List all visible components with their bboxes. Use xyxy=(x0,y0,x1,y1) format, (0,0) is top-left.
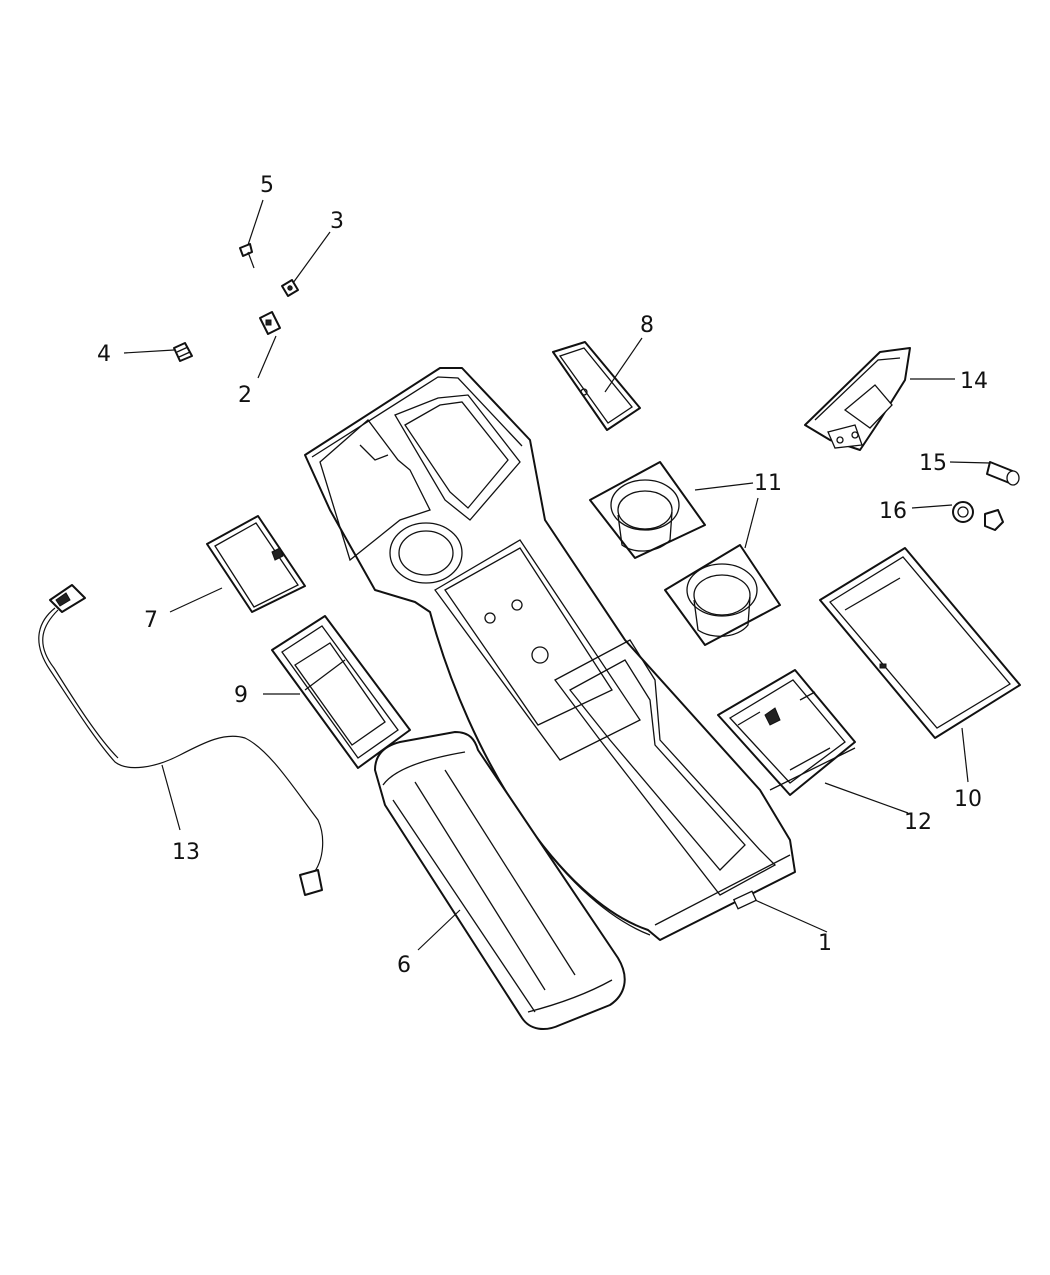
part-8-tray xyxy=(552,341,641,431)
part-13-harness xyxy=(38,584,324,896)
part-11-cup-holder-lower xyxy=(664,544,781,646)
callout-7: 7 xyxy=(144,608,158,633)
callout-labels: 1 2 3 4 5 6 7 8 9 10 11 12 13 14 15 16 xyxy=(97,173,988,978)
part-3-nut xyxy=(281,279,299,297)
part-15-connector xyxy=(986,461,1020,486)
part-1-console-body xyxy=(304,367,796,941)
part-10-large-tray xyxy=(819,547,1021,739)
callout-4: 4 xyxy=(97,342,111,367)
callout-14: 14 xyxy=(960,369,988,394)
callout-12: 12 xyxy=(904,810,932,835)
callout-16: 16 xyxy=(879,499,907,524)
callout-2: 2 xyxy=(238,383,252,408)
part-14-latch xyxy=(804,347,911,451)
callout-15: 15 xyxy=(919,451,947,476)
leader-lines xyxy=(123,199,991,951)
part-11-cup-holder-upper xyxy=(589,461,706,559)
callout-10: 10 xyxy=(954,787,982,812)
part-5-screw xyxy=(239,243,255,269)
part-9-bin xyxy=(271,615,411,769)
part-16-socket xyxy=(952,501,1004,531)
part-6-armrest-lid xyxy=(374,731,626,1031)
callout-13: 13 xyxy=(172,840,200,865)
callout-11: 11 xyxy=(754,471,782,496)
callout-8: 8 xyxy=(640,313,654,338)
callout-6: 6 xyxy=(397,953,411,978)
callout-1: 1 xyxy=(818,931,832,956)
part-2-clip xyxy=(259,311,281,335)
callout-5: 5 xyxy=(260,173,274,198)
callout-3: 3 xyxy=(330,209,344,234)
part-12-bezel xyxy=(717,669,856,796)
part-4-spring-clip xyxy=(173,342,193,362)
callout-9: 9 xyxy=(234,683,248,708)
part-7-pad xyxy=(206,515,306,613)
